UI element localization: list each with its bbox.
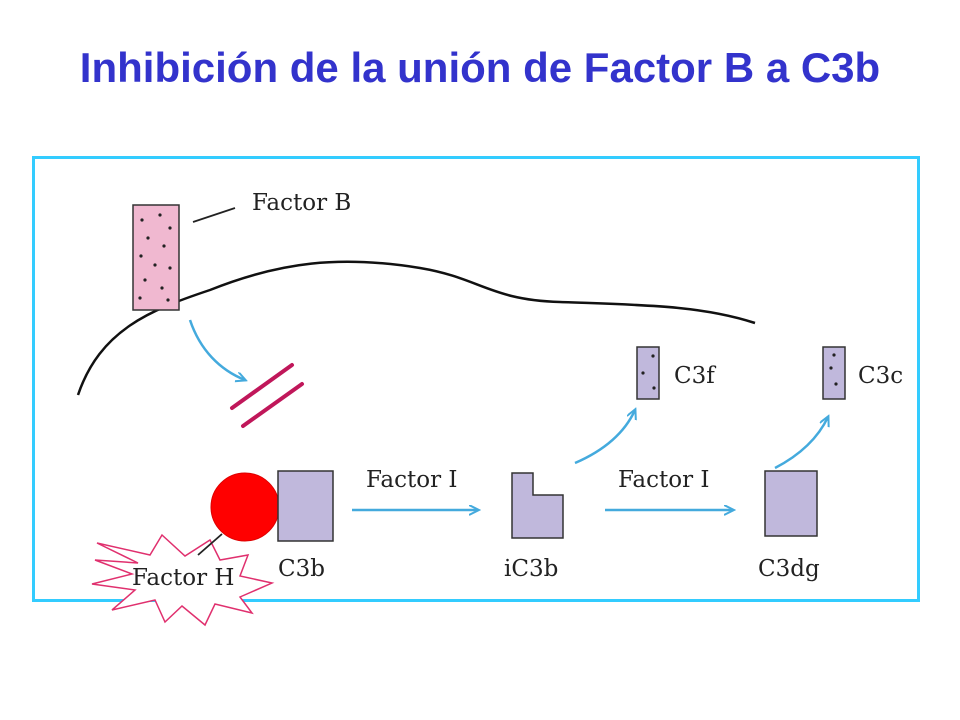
c3f-label: C3f <box>674 363 716 389</box>
factor-h-starburst <box>91 533 275 627</box>
c3f-block <box>636 346 660 400</box>
blocked-binding-arrow <box>188 319 245 380</box>
slide-title: Inhibición de la unión de Factor B a C3b <box>79 44 881 91</box>
c3dg-label: C3dg <box>758 556 820 582</box>
factor-h-leader <box>197 533 223 556</box>
factor-i-label-1: Factor I <box>366 467 457 493</box>
factor-h-circle <box>210 472 280 542</box>
diagram-frame <box>32 156 920 602</box>
block-bars <box>230 363 304 428</box>
factor-i-label-2: Factor I <box>618 467 709 493</box>
factor-b-label: Factor B <box>252 190 351 216</box>
ic3b-label: iC3b <box>504 556 558 582</box>
c3c-block <box>822 346 846 400</box>
c3dg-block <box>764 470 818 537</box>
c3c-release-arrow <box>774 417 828 470</box>
ic3b-block <box>511 472 564 539</box>
factor-b-block <box>132 204 180 311</box>
factor-b-leader <box>192 207 236 223</box>
c3f-release-arrow <box>574 410 635 465</box>
c3c-label: C3c <box>858 363 903 389</box>
c3b-block <box>277 470 334 542</box>
c3b-label: C3b <box>278 556 325 582</box>
factor-h-label: Factor H <box>132 565 234 591</box>
